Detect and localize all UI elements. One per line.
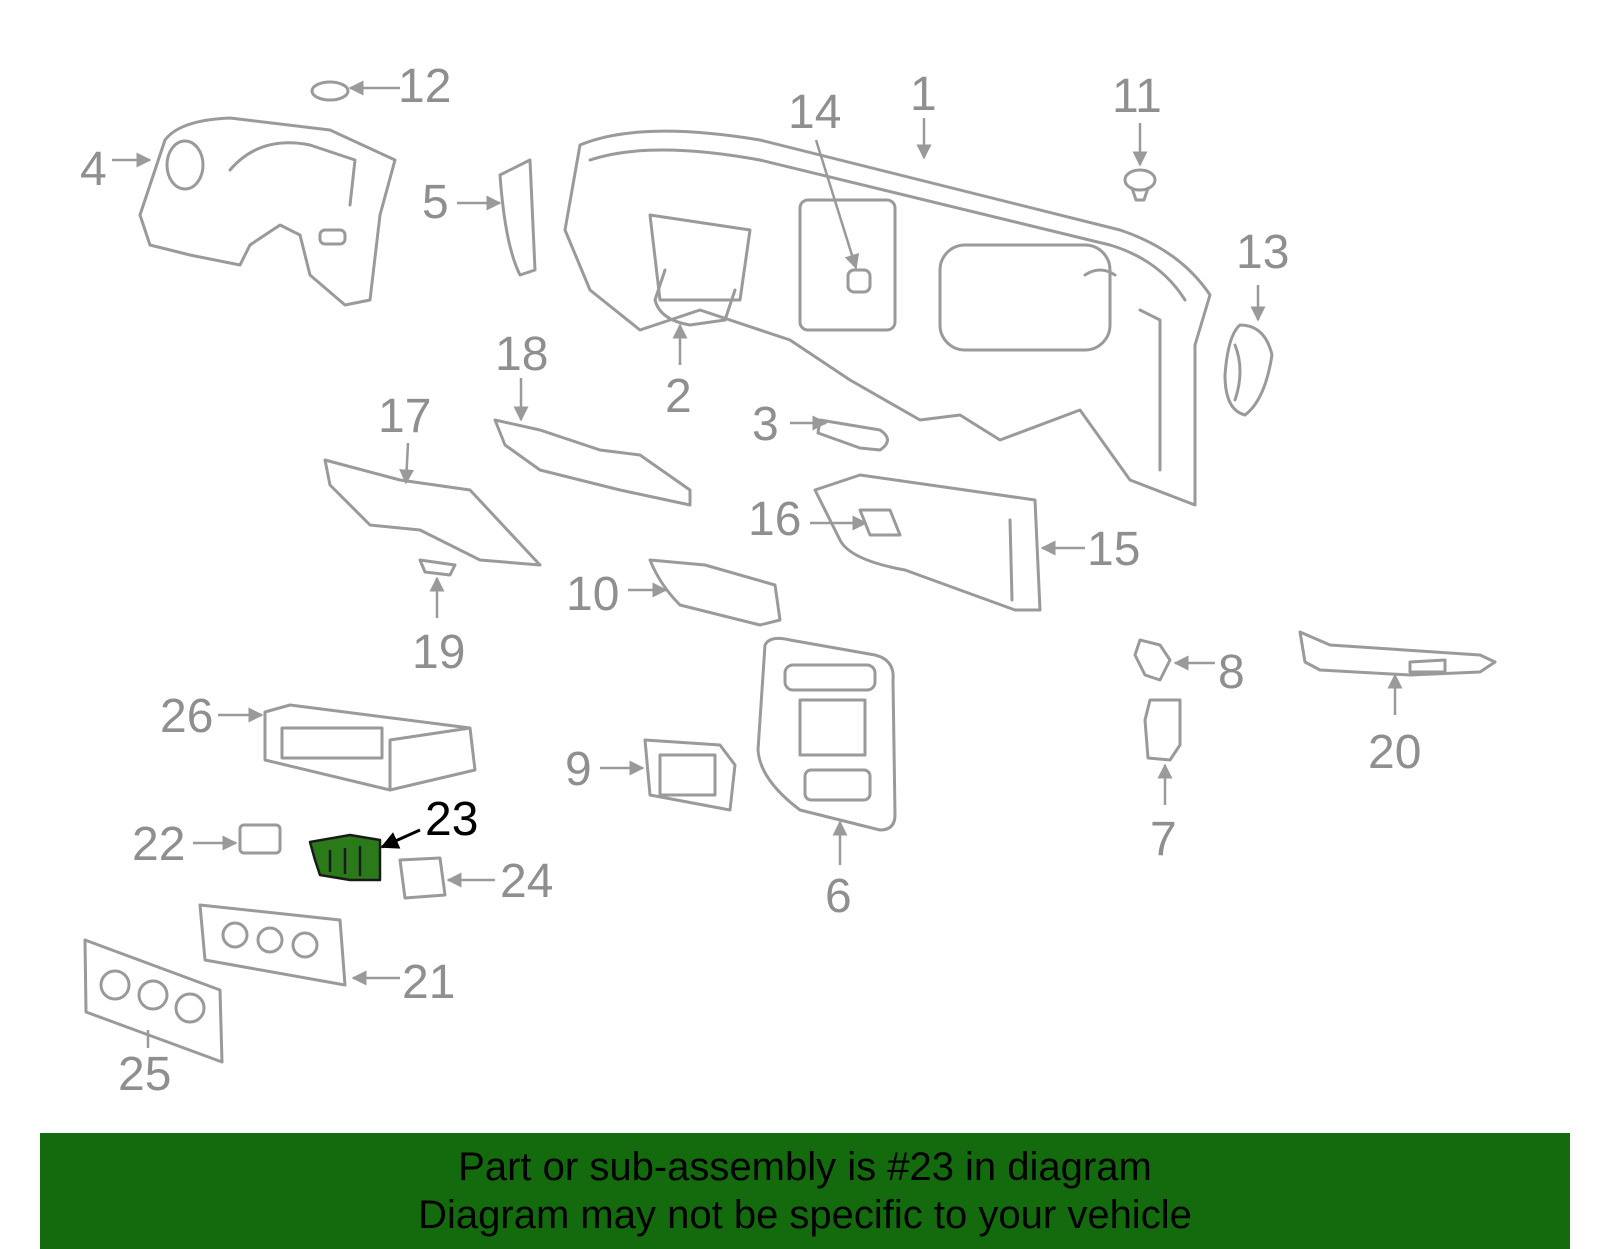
banner-line-part: Part or sub-assembly is #23 in diagram xyxy=(458,1145,1152,1189)
callout-2: 2 xyxy=(665,370,692,423)
callout-22: 22 xyxy=(132,818,185,871)
part-1-instrument-panel[interactable] xyxy=(563,129,1212,507)
callout-24: 24 xyxy=(500,855,553,908)
part-7-switch[interactable] xyxy=(1143,698,1182,762)
part-23-highlighted[interactable] xyxy=(308,833,382,882)
callout-20: 20 xyxy=(1368,726,1421,779)
callout-5: 5 xyxy=(422,176,449,229)
part-14-switch[interactable] xyxy=(846,268,872,294)
info-banner: Part or sub-assembly is #23 in diagram D… xyxy=(40,1133,1570,1249)
part-21-control-panel[interactable] xyxy=(198,903,347,987)
callout-8: 8 xyxy=(1218,646,1245,699)
part-24-switch[interactable] xyxy=(398,856,447,900)
callout-14: 14 xyxy=(788,86,841,139)
part-2-bracket[interactable] xyxy=(653,268,737,327)
callout-6: 6 xyxy=(825,870,852,923)
part-15-glove-box[interactable] xyxy=(813,473,1042,612)
part-26-control-unit[interactable] xyxy=(263,703,477,792)
part-9-frame[interactable] xyxy=(643,738,737,812)
callout-15: 15 xyxy=(1087,523,1140,576)
callout-4: 4 xyxy=(80,143,107,196)
callout-11: 11 xyxy=(1112,70,1162,123)
callout-16: 16 xyxy=(748,493,801,546)
callout-1: 1 xyxy=(910,68,937,121)
part-25-knob-panel[interactable] xyxy=(83,938,224,1064)
callout-13: 13 xyxy=(1236,226,1289,279)
part-22-switch[interactable] xyxy=(238,823,282,855)
banner-line-disclaimer: Diagram may not be specific to your vehi… xyxy=(418,1193,1192,1237)
callout-23: 23 xyxy=(425,793,478,846)
part-11-clip[interactable] xyxy=(1123,168,1157,202)
callout-25: 25 xyxy=(118,1048,171,1101)
part-13-vent[interactable] xyxy=(1223,323,1274,417)
callout-10: 10 xyxy=(566,568,619,621)
part-8-knob[interactable] xyxy=(1133,638,1172,682)
part-19-clip[interactable] xyxy=(418,558,457,577)
part-6-center-bezel[interactable] xyxy=(756,636,897,832)
callout-21: 21 xyxy=(402,956,455,1009)
leader-lines xyxy=(112,80,1403,1048)
part-12-plug[interactable] xyxy=(310,80,350,102)
part-4-cluster-bezel[interactable] xyxy=(138,116,397,307)
callout-18: 18 xyxy=(495,328,548,381)
callout-12: 12 xyxy=(398,60,451,113)
callout-9: 9 xyxy=(565,743,592,796)
part-17-knee-panel[interactable] xyxy=(323,458,542,567)
callout-3: 3 xyxy=(752,398,779,451)
parts-diagram: 1 2 3 4 5 6 7 8 9 10 11 12 13 14 15 16 1… xyxy=(80,60,1497,1101)
part-10-ashtray[interactable] xyxy=(648,558,782,627)
callout-17: 17 xyxy=(378,390,431,443)
callout-19: 19 xyxy=(412,626,465,679)
part-20-console-tray[interactable] xyxy=(1298,630,1497,677)
part-5-trim[interactable] xyxy=(498,158,537,277)
callout-26: 26 xyxy=(160,690,213,743)
part-18-trim-strip[interactable] xyxy=(493,418,692,507)
callout-7: 7 xyxy=(1150,813,1177,866)
part-3-duct[interactable] xyxy=(816,418,889,452)
